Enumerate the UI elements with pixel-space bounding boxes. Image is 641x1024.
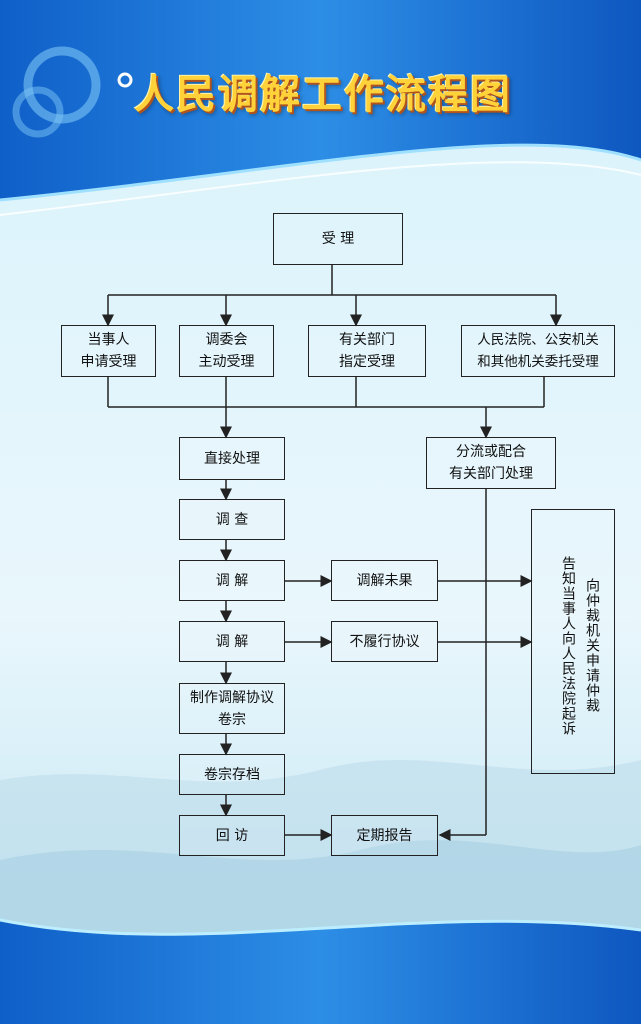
lawsuit-text: 告知当事人向人民法院起诉 (560, 556, 576, 736)
unresolved-node: 调解未果 (331, 560, 438, 601)
report-node: 定期报告 (331, 815, 438, 856)
committee-node: 调委会 主动受理 (179, 325, 274, 377)
mediate-node-1: 调 解 (179, 560, 285, 601)
page-title: 人民调解工作流程图 (134, 72, 512, 118)
archive-node: 卷宗存档 (179, 754, 285, 795)
revisit-node: 回 访 (179, 815, 285, 856)
not-fulfilled-node: 不履行协议 (331, 621, 438, 662)
make-agreement-node: 制作调解协议 卷宗 (179, 683, 285, 734)
party-apply-node: 当事人 申请受理 (61, 325, 156, 377)
mediate-node-2: 调 解 (179, 621, 285, 662)
investigate-node: 调 查 (179, 499, 285, 540)
court-node: 人民法院、公安机关 和其他机关委托受理 (461, 325, 615, 377)
direct-node: 直接处理 (179, 437, 285, 480)
arbitration-text: 向仲裁机关申请仲裁 (584, 578, 600, 713)
department-node: 有关部门 指定受理 (308, 325, 426, 377)
outcome-box (531, 509, 615, 774)
divert-node: 分流或配合 有关部门处理 (426, 437, 556, 489)
accept-node: 受 理 (273, 213, 403, 265)
